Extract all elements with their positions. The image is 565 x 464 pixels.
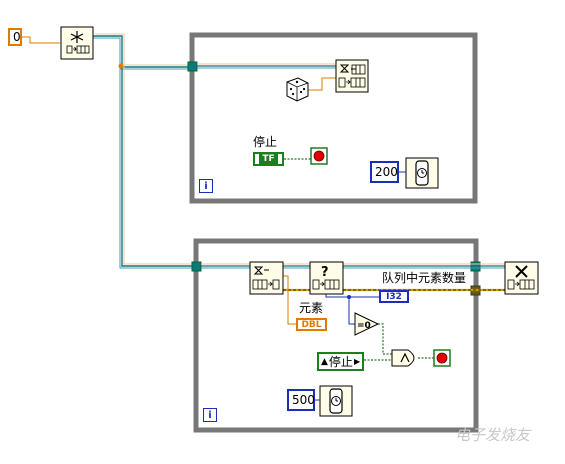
consumer-while-loop (193, 238, 479, 433)
zero-to-and-wire (378, 323, 392, 355)
i32-text: I32 (386, 291, 402, 302)
snowflake-queue-icon[interactable] (60, 26, 94, 60)
dice-icon[interactable] (286, 77, 309, 102)
size-wire (22, 36, 60, 44)
element-indicator-label: 元素 (299, 301, 324, 315)
arrow-right-icon: ▶ (353, 357, 361, 366)
dbl-text: DBL (301, 319, 322, 330)
tf-text: TF (259, 153, 278, 165)
watermark: 电子发烧友 (455, 426, 531, 444)
stop-local-text: 停止 (328, 355, 353, 369)
hourglass-dequeue-icon[interactable] (249, 261, 284, 295)
iteration-terminal-bottom: i (203, 408, 217, 422)
queue-count-label: 队列中元素数量 (382, 271, 467, 285)
question-queue-icon[interactable]: ? (309, 261, 344, 295)
queue-size-constant[interactable]: 0 (8, 28, 22, 46)
wire-junction (118, 63, 124, 69)
loop-tunnel-bottom-left (191, 261, 202, 272)
hourglass-enqueue-icon[interactable] (335, 59, 369, 93)
x-release-queue-icon[interactable] (504, 261, 539, 295)
queue-refnum-wire (91, 33, 194, 269)
stop-sign-icon[interactable] (433, 349, 451, 367)
iteration-terminal-top: i (199, 179, 213, 193)
timeout-constant-top[interactable]: 200 (370, 161, 399, 183)
svg-text:?: ? (321, 265, 329, 280)
stopwatch-icon[interactable] (405, 157, 439, 189)
producer-while-loop (189, 32, 478, 204)
and-gate-icon[interactable] (391, 349, 415, 367)
count-junction (347, 295, 351, 299)
timeout-constant-bottom[interactable]: 500 (287, 389, 315, 411)
stop-sign-icon[interactable] (310, 147, 328, 165)
house-icon: ▲ (321, 356, 328, 367)
stopwatch-icon[interactable] (319, 385, 353, 417)
svg-text:=0: =0 (357, 321, 371, 331)
queue-count-indicator[interactable]: I32 (379, 290, 409, 303)
producer-queue-wire (197, 63, 336, 69)
stop-control-label: 停止 (253, 135, 278, 149)
consumer-queue-wire (201, 263, 505, 269)
element-wire (283, 275, 296, 325)
stop-boolean-control[interactable]: TF (253, 152, 284, 166)
count-to-zero-wire (348, 297, 355, 325)
loop-tunnel-top (187, 61, 198, 72)
stop-local-variable[interactable]: ▲ 停止 ▶ (317, 352, 364, 371)
equal-zero-triangle-icon[interactable]: =0 (354, 312, 380, 336)
element-indicator[interactable]: DBL (296, 318, 327, 331)
random-value-wire (308, 77, 336, 91)
